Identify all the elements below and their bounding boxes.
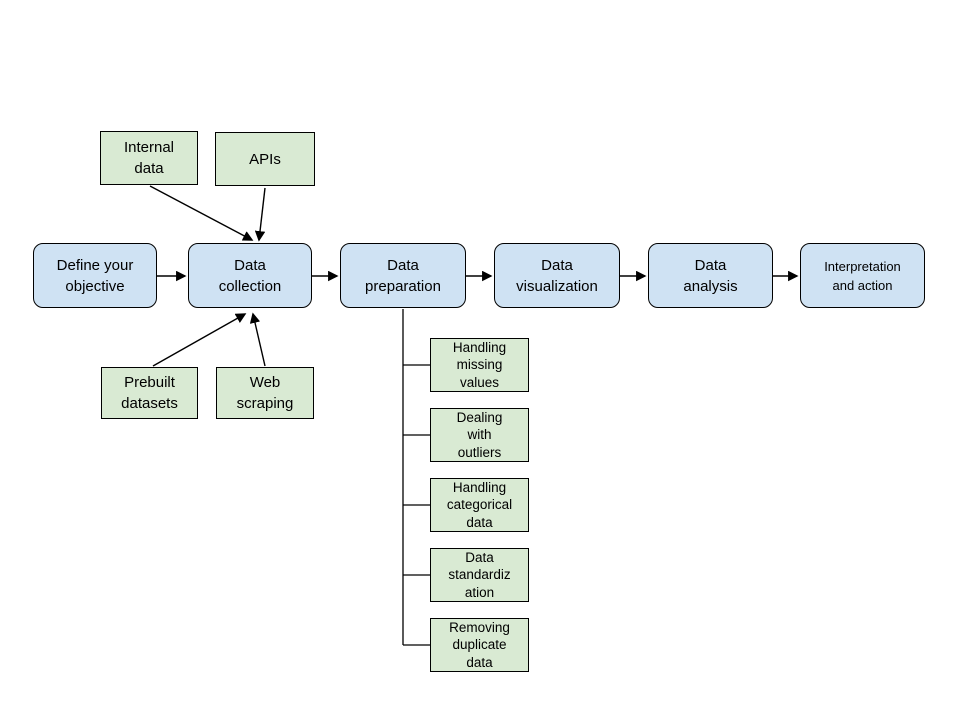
source-internal-data: Internal data xyxy=(100,131,198,185)
arrow-prebuilt-to-collection xyxy=(152,313,247,367)
source-prebuilt-datasets-label: Prebuilt datasets xyxy=(121,374,178,412)
step-removing-duplicate-data-label: Removing duplicate data xyxy=(449,619,510,670)
step-data-standardization: Data standardiz ation xyxy=(430,548,529,602)
stage-data-collection-label: Data collection xyxy=(218,256,282,295)
step-data-standardization-label: Data standardiz ation xyxy=(448,549,511,600)
stage-data-collection: Data collection xyxy=(188,243,312,308)
source-web-scraping-label: Web scraping xyxy=(236,374,294,412)
source-apis-label: APIs xyxy=(249,150,281,168)
stage-data-analysis: Data analysis xyxy=(648,243,773,308)
stage-data-visualization: Data visualization xyxy=(494,243,620,308)
source-apis: APIs xyxy=(215,132,315,186)
arrow-apis-to-collection xyxy=(254,187,266,242)
arrow-web-to-collection xyxy=(249,312,266,367)
stage-data-analysis-label: Data analysis xyxy=(683,256,738,295)
stage-define-objective-label: Define your objective xyxy=(56,256,134,295)
step-handling-missing-values: Handling missing values xyxy=(430,338,529,392)
source-prebuilt-datasets: Prebuilt datasets xyxy=(101,367,198,419)
stage-data-preparation-label: Data preparation xyxy=(365,256,441,295)
step-handling-missing-values-label: Handling missing values xyxy=(452,339,507,390)
stage-data-visualization-label: Data visualization xyxy=(516,256,598,295)
step-dealing-with-outliers-label: Dealing with outliers xyxy=(456,409,503,460)
step-removing-duplicate-data: Removing duplicate data xyxy=(430,618,529,672)
source-internal-data-label: Internal data xyxy=(123,139,175,177)
stage-data-preparation: Data preparation xyxy=(340,243,466,308)
source-web-scraping: Web scraping xyxy=(216,367,314,419)
step-dealing-with-outliers: Dealing with outliers xyxy=(430,408,529,462)
step-handling-categorical-data-label: Handling categorical data xyxy=(446,479,513,530)
stage-define-objective: Define your objective xyxy=(33,243,157,308)
stage-interpretation-action: Interpretation and action xyxy=(800,243,925,308)
step-handling-categorical-data: Handling categorical data xyxy=(430,478,529,532)
arrow-internal-to-collection xyxy=(149,185,254,241)
stage-interpretation-action-label: Interpretation and action xyxy=(824,258,901,293)
